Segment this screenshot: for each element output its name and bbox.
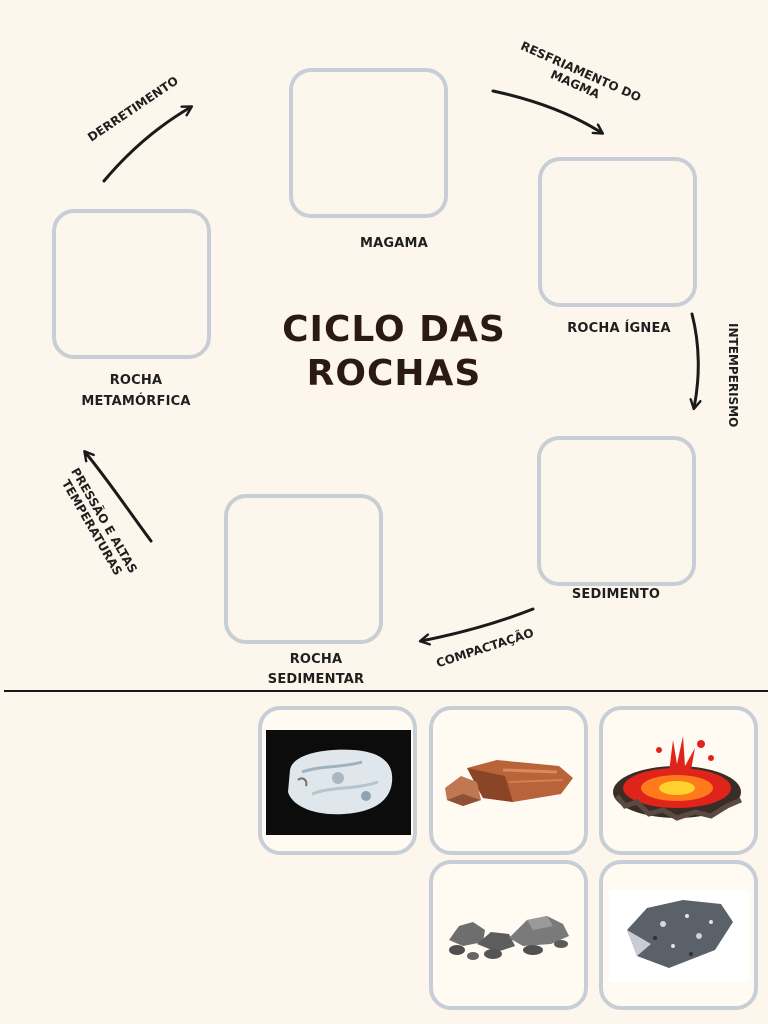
card-granite[interactable] <box>599 860 758 1010</box>
arrow-pressao <box>85 452 153 543</box>
title-line1: CICLO DAS <box>282 309 506 350</box>
sedimento-box[interactable] <box>537 436 696 586</box>
metamorfica-label-line2: METAMÓRFICA <box>81 394 191 409</box>
white-marble-rock-icon <box>266 730 411 835</box>
metamorfica-label: ROCHA METAMÓRFICA <box>66 370 206 412</box>
process-intemperismo: INTEMPERISMO <box>726 323 740 428</box>
arrow-derretimento <box>102 107 191 183</box>
card-brown-sandstone[interactable] <box>429 706 588 855</box>
card-white-marble[interactable] <box>258 706 417 855</box>
magma-label: MAGAMA <box>360 236 428 251</box>
ignea-box[interactable] <box>538 157 697 307</box>
sedimentar-label-line2: SEDIMENTAR <box>267 672 365 687</box>
title-line2: ROCHAS <box>306 353 482 394</box>
cycle-arrows <box>0 89 768 690</box>
metamorfica-label-line1: ROCHA <box>109 373 163 388</box>
gray-granite-rock-icon <box>609 890 749 982</box>
magma-box[interactable] <box>289 68 448 218</box>
card-lava[interactable] <box>599 706 758 855</box>
metamorfica-box[interactable] <box>52 209 211 359</box>
lava-magma-icon <box>613 736 742 821</box>
gray-sediment-pebbles-icon <box>449 916 569 960</box>
arrow-resfriamento <box>491 89 602 133</box>
arrow-intemperismo <box>692 312 698 408</box>
card-sediment[interactable] <box>429 860 588 1010</box>
sedimentar-box[interactable] <box>224 494 383 644</box>
brown-sandstone-rock-icon <box>445 760 573 806</box>
ignea-label: ROCHA ÍGNEA <box>567 321 671 336</box>
sedimentar-label-line1: ROCHA <box>289 652 343 667</box>
arrow-compactacao <box>421 607 535 641</box>
sedimento-label: SEDIMENTO <box>571 587 661 602</box>
diagram-title: CICLO DAS ROCHAS <box>244 308 544 396</box>
sedimentar-label: ROCHA SEDIMENTAR <box>246 650 386 690</box>
section-divider <box>4 690 768 692</box>
